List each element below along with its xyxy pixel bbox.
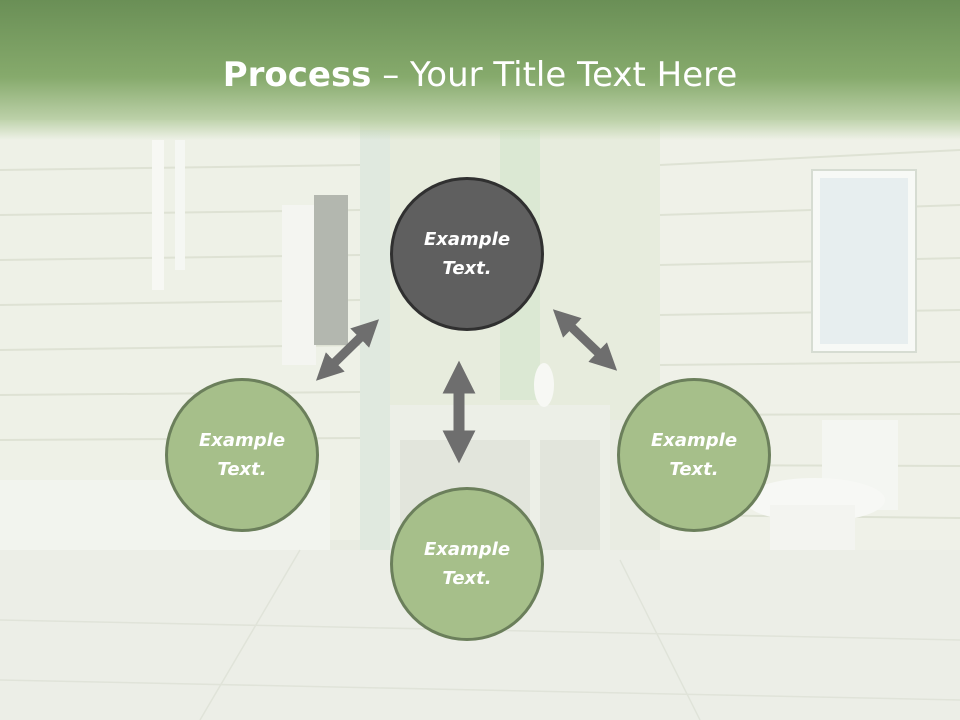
node-right-label: Example Text. — [650, 430, 738, 480]
title-bold-word: Process — [222, 55, 372, 95]
title-rest: – Your Title Text Here — [371, 55, 738, 95]
node-bottom-label: Example Text. — [423, 539, 511, 589]
title-banner — [0, 0, 960, 140]
process-node-bottom[interactable]: Example Text. — [390, 487, 544, 641]
slide-title: Process – Your Title Text Here — [0, 54, 960, 96]
node-top-label: Example Text. — [423, 229, 511, 279]
process-node-left[interactable]: Example Text. — [165, 378, 319, 532]
process-node-top[interactable]: Example Text. — [390, 177, 544, 331]
node-left-label: Example Text. — [198, 430, 286, 480]
process-node-right[interactable]: Example Text. — [617, 378, 771, 532]
